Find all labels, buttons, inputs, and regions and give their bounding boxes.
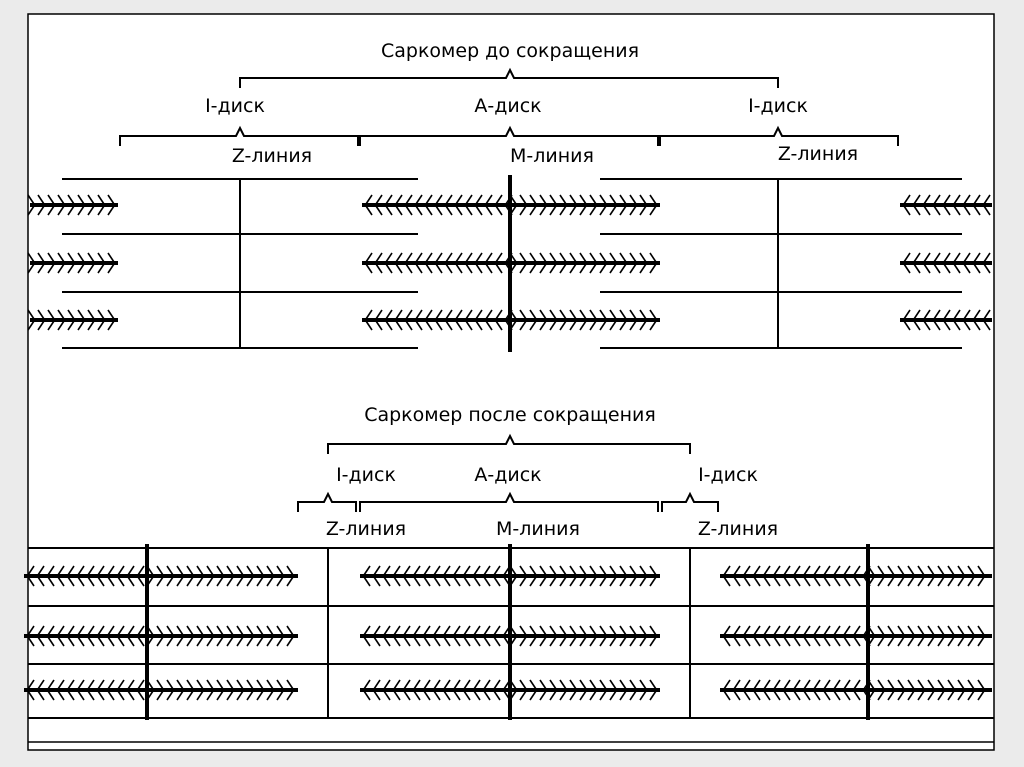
before-sarcomere-brace xyxy=(239,67,779,88)
myosin-filament xyxy=(509,309,660,331)
myosin-filament xyxy=(900,309,992,331)
myosin-heads xyxy=(146,625,294,647)
myosin-heads xyxy=(363,625,511,647)
before-myofibril xyxy=(27,175,992,352)
before-i-disk-left-label: I-диск xyxy=(205,95,265,117)
myosin-filament xyxy=(720,625,871,647)
after-a-disk-brace xyxy=(359,491,659,512)
myosin-heads xyxy=(723,625,871,647)
after-i-disk-right-label: I-диск xyxy=(698,464,758,486)
before-i-disk-right-label: I-диск xyxy=(748,95,808,117)
after-myofibril xyxy=(24,544,994,743)
myosin-heads xyxy=(363,565,511,587)
myosin-heads xyxy=(903,309,991,331)
myosin-heads xyxy=(27,309,115,331)
myosin-filament xyxy=(24,565,145,587)
after-title: Саркомер после сокращения xyxy=(364,404,656,426)
before-z-line-right-label: Z-линия xyxy=(778,143,858,165)
myosin-filament xyxy=(360,679,511,701)
myosin-filament xyxy=(867,679,992,701)
myosin-filament xyxy=(867,565,992,587)
myosin-heads xyxy=(509,309,657,331)
myosin-heads xyxy=(146,679,294,701)
myosin-filament xyxy=(362,309,513,331)
myosin-filament xyxy=(27,194,118,216)
myosin-filament xyxy=(360,565,511,587)
myosin-filament xyxy=(146,565,298,587)
after-z-line-right-label: Z-линия xyxy=(698,518,778,540)
myosin-heads xyxy=(509,625,657,647)
myosin-heads xyxy=(27,679,145,701)
myosin-filament xyxy=(509,565,660,587)
after-a-disk-label: А-диск xyxy=(474,464,541,486)
myosin-filament xyxy=(24,679,145,701)
before-i-disk-right-brace xyxy=(659,125,899,146)
myosin-filament xyxy=(720,565,871,587)
myosin-heads xyxy=(365,194,513,216)
after-m-line-label: М-линия xyxy=(496,518,580,540)
myosin-filament xyxy=(24,625,145,647)
myosin-heads xyxy=(146,565,294,587)
after-i-disk-left-brace xyxy=(297,491,357,512)
myosin-heads xyxy=(27,625,145,647)
myosin-filament xyxy=(27,252,118,274)
myosin-heads xyxy=(723,565,871,587)
before-a-disk-brace xyxy=(359,125,659,146)
myosin-filament xyxy=(509,679,660,701)
myosin-filament xyxy=(362,194,513,216)
myosin-filament xyxy=(509,625,660,647)
myosin-heads xyxy=(509,565,657,587)
myosin-heads xyxy=(363,679,511,701)
myosin-heads xyxy=(723,679,871,701)
myosin-heads xyxy=(27,565,145,587)
before-z-line-left-label: Z-линия xyxy=(232,145,312,167)
myosin-heads xyxy=(509,252,657,274)
myosin-filament xyxy=(146,625,298,647)
after-sarcomere-brace xyxy=(327,433,691,454)
myosin-heads xyxy=(903,194,991,216)
before-a-disk-label: А-диск xyxy=(474,95,541,117)
myosin-heads xyxy=(867,625,985,647)
myosin-heads xyxy=(365,252,513,274)
myosin-filament xyxy=(867,625,992,647)
myosin-filament xyxy=(362,252,513,274)
myosin-filament xyxy=(900,194,992,216)
myosin-heads xyxy=(27,252,115,274)
myosin-heads xyxy=(509,194,657,216)
myosin-heads xyxy=(27,194,115,216)
after-i-disk-left-label: I-диск xyxy=(336,464,396,486)
before-i-disk-left-brace xyxy=(119,125,359,146)
myosin-filament xyxy=(509,252,660,274)
after-i-disk-right-brace xyxy=(661,491,719,512)
myosin-heads xyxy=(867,565,985,587)
myosin-filament xyxy=(720,679,871,701)
myosin-filament xyxy=(509,194,660,216)
myosin-heads xyxy=(903,252,991,274)
before-m-line-label: М-линия xyxy=(510,145,594,167)
myosin-filament xyxy=(27,309,118,331)
myosin-filament xyxy=(360,625,511,647)
after-z-line-left-label: Z-линия xyxy=(326,518,406,540)
myosin-filament xyxy=(900,252,992,274)
before-title: Саркомер до сокращения xyxy=(381,40,639,62)
myosin-filament xyxy=(146,679,298,701)
myosin-heads xyxy=(867,679,985,701)
myosin-heads xyxy=(365,309,513,331)
myosin-heads xyxy=(509,679,657,701)
